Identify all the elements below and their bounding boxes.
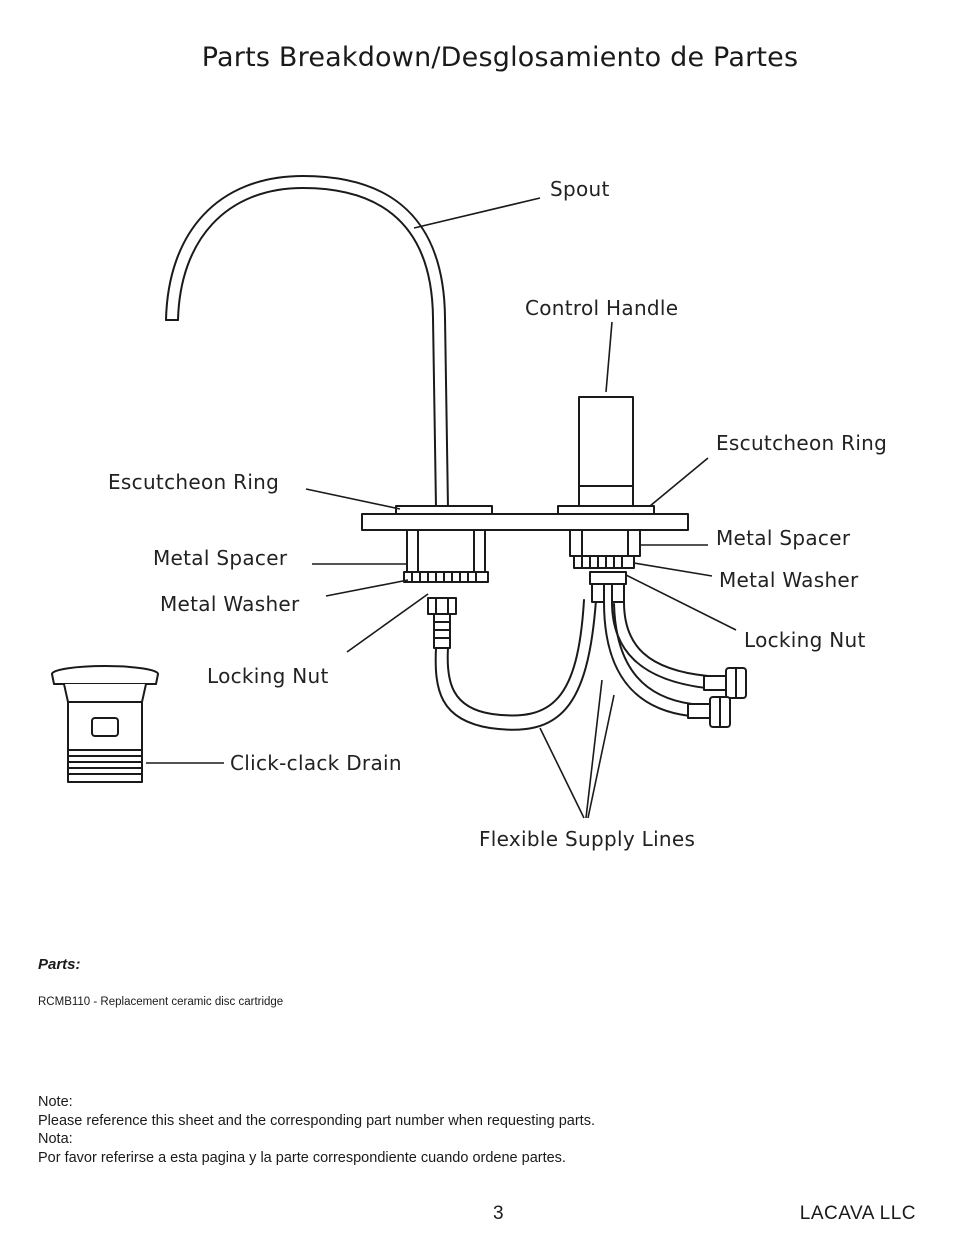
leader-metal-washer-left — [325, 579, 409, 597]
note-label: Note: — [38, 1094, 73, 1110]
escutcheon-ring-left-drawing — [395, 505, 493, 515]
metal-washer-left-drawing — [403, 571, 489, 583]
nota-label: Nota: — [38, 1131, 73, 1147]
hose-fitting-upper-drawing — [703, 667, 747, 699]
page-title: Parts Breakdown/Desglosamiento de Partes — [201, 42, 799, 73]
leader-locking-nut-right — [625, 574, 737, 631]
click-clack-drain-drawing — [51, 665, 159, 783]
company-name: LACAVA LLC — [799, 1203, 916, 1224]
deck-plate-drawing — [361, 513, 689, 531]
parts-list-item: RCMB110 - Replacement ceramic disc cartr… — [38, 996, 284, 1008]
label-metal-spacer-left: Metal Spacer — [153, 546, 288, 570]
leader-locking-nut-left — [346, 593, 429, 653]
label-locking-nut-left: Locking Nut — [207, 664, 329, 688]
metal-washer-right-drawing — [573, 555, 635, 569]
label-locking-nut-right: Locking Nut — [744, 628, 866, 652]
hose-fitting-lower-drawing — [687, 696, 731, 728]
leader-metal-washer-right — [633, 562, 713, 577]
parts-heading: Parts: — [38, 956, 81, 973]
control-handle-drawing — [578, 396, 634, 508]
label-flexible-supply-lines: Flexible Supply Lines — [479, 827, 695, 851]
label-click-clack-drain: Click-clack Drain — [230, 751, 402, 775]
leader-supply-lines-2 — [585, 679, 603, 819]
leader-control-handle — [605, 321, 613, 393]
note-text-english: Please reference this sheet and the corr… — [38, 1112, 595, 1129]
spout-drawing — [165, 175, 449, 509]
leader-supply-lines-1 — [539, 727, 585, 819]
leader-escutcheon-right — [649, 457, 709, 507]
label-metal-washer-right: Metal Washer — [719, 568, 859, 592]
label-spout: Spout — [550, 177, 610, 201]
metal-spacer-left-drawing — [406, 529, 486, 573]
leader-supply-lines-3 — [587, 694, 615, 819]
escutcheon-ring-right-drawing — [557, 505, 655, 515]
metal-spacer-right-drawing — [569, 529, 641, 557]
page-number: 3 — [493, 1203, 504, 1224]
label-metal-washer-left: Metal Washer — [160, 592, 300, 616]
leader-spout — [413, 197, 541, 229]
label-metal-spacer-right: Metal Spacer — [716, 526, 851, 550]
leader-escutcheon-left — [305, 488, 401, 510]
label-control-handle: Control Handle — [525, 296, 678, 320]
label-escutcheon-ring-left: Escutcheon Ring — [108, 470, 279, 494]
note-text-spanish: Por favor referirse a esta pagina y la p… — [38, 1149, 566, 1166]
locking-nut-left-drawing — [427, 597, 457, 649]
label-escutcheon-ring-right: Escutcheon Ring — [716, 431, 887, 455]
note-block: Note: Please reference this sheet and th… — [38, 1093, 595, 1167]
faucet-parts-diagram: Spout Control Handle Escutcheon Ring Esc… — [51, 175, 887, 851]
locking-nut-right-drawing — [589, 571, 627, 603]
